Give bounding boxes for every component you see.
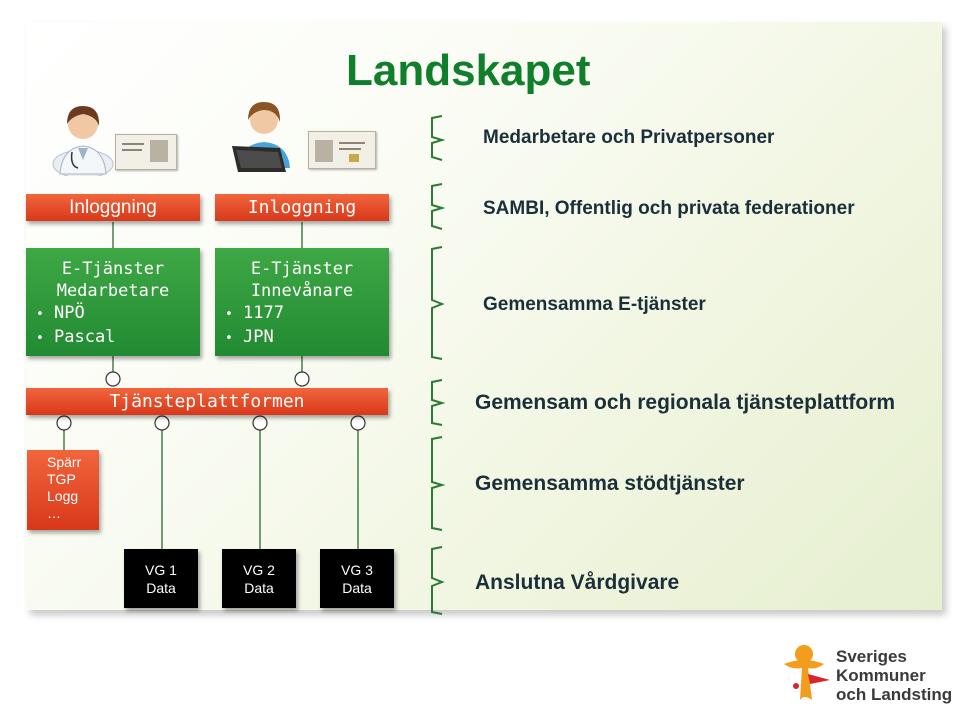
layer-label-providers: Anslutna Vårdgivare bbox=[475, 571, 679, 595]
box-heading: E-Tjänster bbox=[26, 258, 200, 280]
list-item: •NPÖ bbox=[36, 302, 200, 326]
eservice-staff-box: E-Tjänster Medarbetare •NPÖ •Pascal bbox=[26, 248, 200, 356]
support-services-box: Spärr TGP Logg … bbox=[27, 450, 99, 530]
list-item: •JPN bbox=[225, 326, 389, 350]
support-item: … bbox=[47, 505, 99, 522]
layer-label-federation: SAMBI, Offentlig och privata federatione… bbox=[483, 198, 855, 220]
box-heading: Innevånare bbox=[215, 280, 389, 302]
skl-logo-text: Sveriges Kommuner och Landsting bbox=[836, 647, 952, 704]
support-item: Spärr bbox=[47, 454, 99, 471]
layer-label-eservices: Gemensamma E-tjänster bbox=[483, 294, 706, 316]
login-bar-staff[interactable]: Inloggning bbox=[26, 194, 200, 221]
connector-node bbox=[295, 372, 309, 386]
connector-node bbox=[253, 416, 267, 430]
support-item: Logg bbox=[47, 488, 99, 505]
layer-label-support: Gemensamma stödtjänster bbox=[475, 472, 745, 496]
brace-6 bbox=[432, 547, 442, 614]
layer-label-platform: Gemensam och regionala tjänsteplattform bbox=[475, 391, 895, 415]
id-card-icon bbox=[308, 131, 376, 169]
brace-4 bbox=[432, 380, 442, 425]
id-card-icon bbox=[115, 134, 177, 170]
skl-logo-icon bbox=[778, 640, 834, 704]
list-item: •Pascal bbox=[36, 326, 200, 350]
list-item: •1177 bbox=[225, 302, 389, 326]
eservice-citizen-box: E-Tjänster Innevånare •1177 •JPN bbox=[215, 248, 389, 356]
brace-2 bbox=[432, 184, 442, 229]
login-bar-citizen[interactable]: Inloggning bbox=[215, 194, 389, 221]
page-title: Landskapet bbox=[346, 46, 591, 96]
box-heading: E-Tjänster bbox=[215, 258, 389, 280]
user-laptop-icon bbox=[228, 96, 304, 176]
doctor-person-icon bbox=[50, 96, 116, 176]
layer-label-users: Medarbetare och Privatpersoner bbox=[483, 127, 774, 149]
connector-node bbox=[106, 372, 120, 386]
connector-node bbox=[155, 416, 169, 430]
platform-bar: Tjänsteplattformen bbox=[26, 388, 388, 415]
brace-3 bbox=[432, 247, 442, 359]
connector-node bbox=[351, 416, 365, 430]
support-item: TGP bbox=[47, 471, 99, 488]
brace-1 bbox=[432, 116, 442, 160]
brace-5 bbox=[432, 437, 442, 530]
connector-node bbox=[57, 416, 71, 430]
box-heading: Medarbetare bbox=[26, 280, 200, 302]
